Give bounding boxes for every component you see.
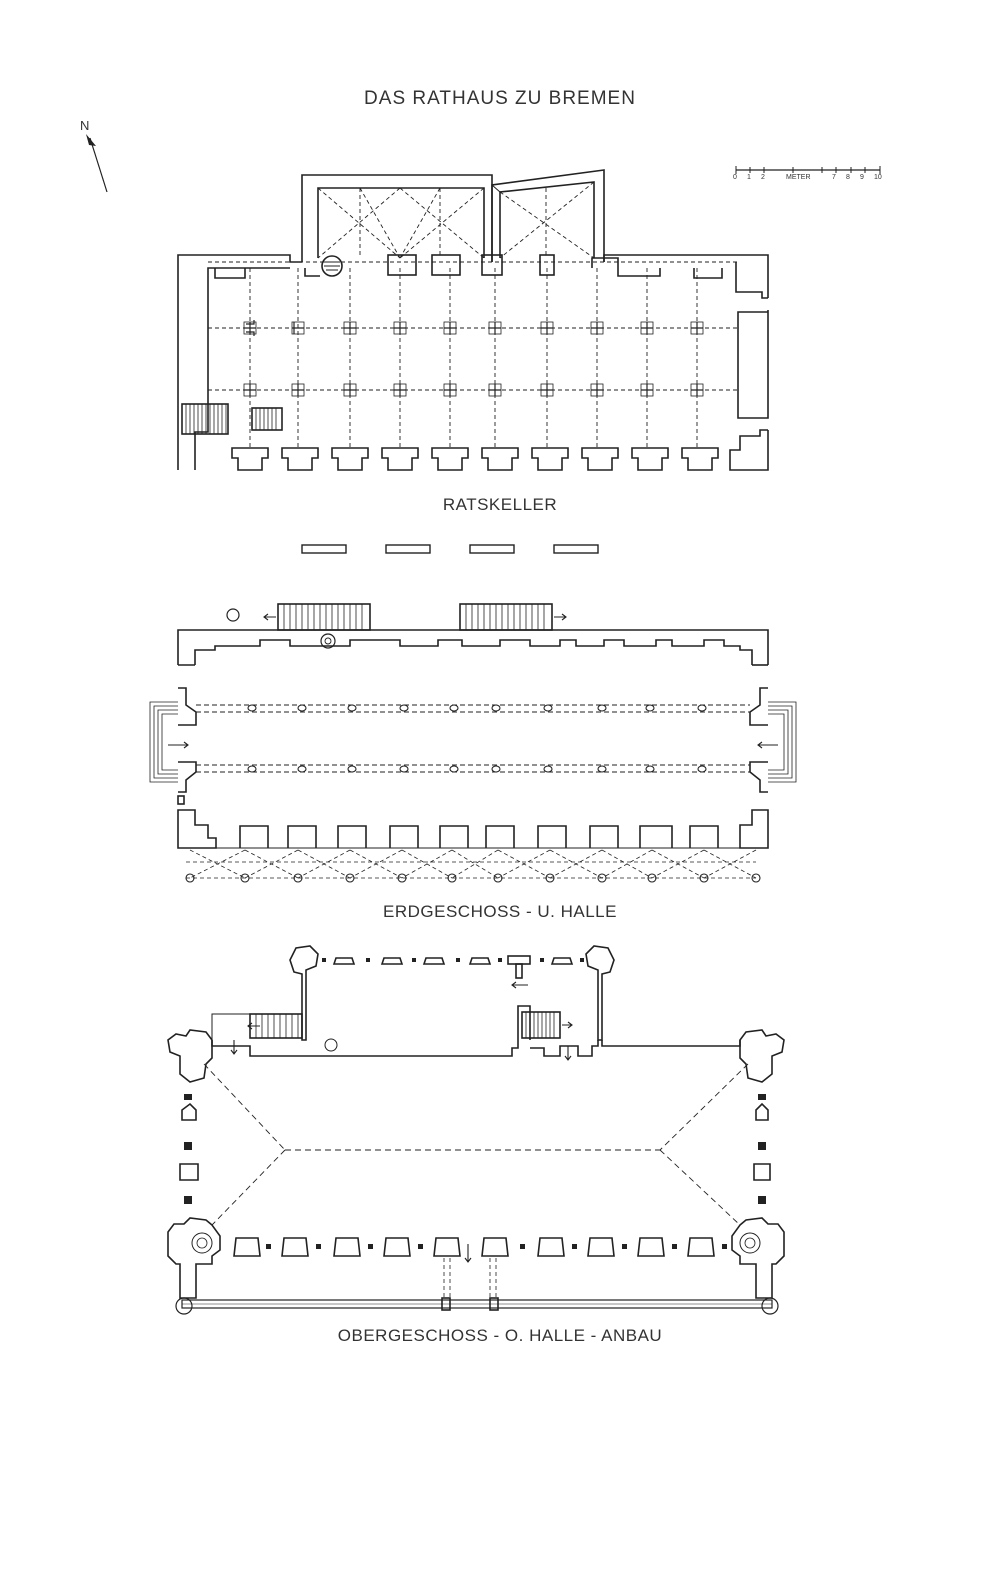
scale-tick-label: 7 — [832, 174, 836, 181]
scale-tick-label: 0 — [733, 174, 737, 181]
plan-ratskeller — [177, 169, 769, 471]
scale-tick-label: 2 — [761, 174, 765, 181]
plan-divider — [301, 544, 599, 554]
scale-bar — [735, 166, 881, 174]
plan-caption-obergeschoss: OBERGESCHOSS - O. HALLE - ANBAU — [337, 1326, 663, 1345]
north-arrow-icon — [86, 134, 108, 193]
plan-caption-ratskeller: RATSKELLER — [442, 495, 558, 514]
plan-obergeschoss — [167, 945, 785, 1315]
plan-caption-erdgeschoss: ERDGESCHOSS - U. HALLE — [383, 902, 617, 921]
scale-unit-label: METER — [786, 174, 811, 181]
sheet-title: DAS RATHAUS ZU BREMEN — [364, 88, 636, 109]
plan-erdgeschoss — [149, 603, 797, 883]
scale-tick-label: 1 — [747, 174, 751, 181]
scale-tick-label: 8 — [846, 174, 850, 181]
scale-tick-label: 9 — [860, 174, 864, 181]
scale-tick-label: 10 — [874, 174, 882, 181]
north-label: N — [80, 118, 90, 133]
